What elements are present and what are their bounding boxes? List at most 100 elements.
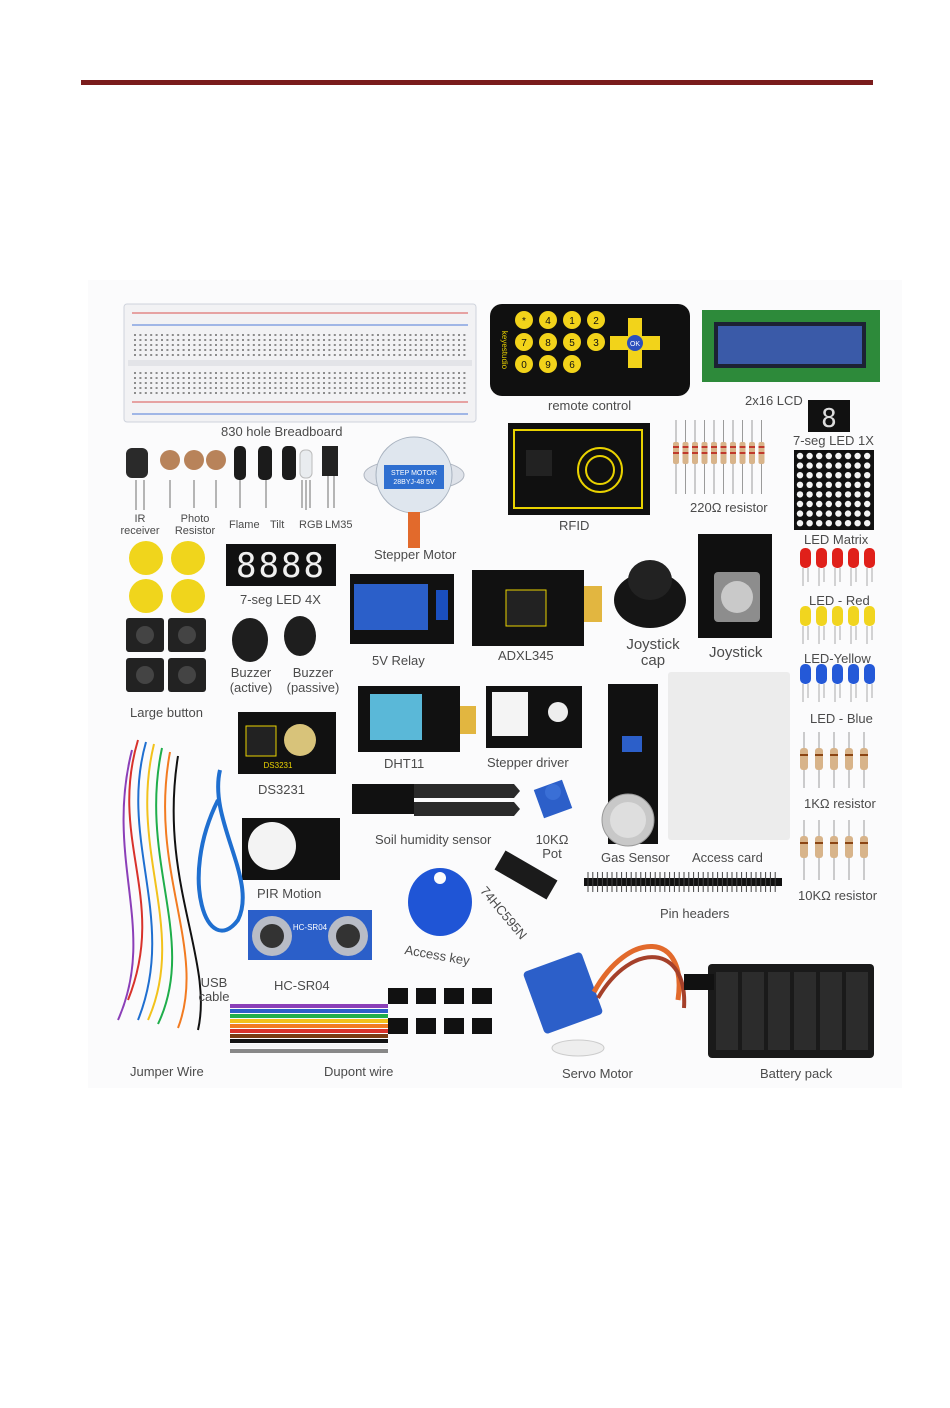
battery-pack-image <box>684 964 874 1058</box>
label-stepper-motor: Stepper Motor <box>374 547 457 562</box>
label-10k-resistor: 10KΩ resistor <box>798 888 878 903</box>
svg-text:DS3231: DS3231 <box>264 761 293 770</box>
remote-key-label: 4 <box>545 316 551 327</box>
buzzer-image <box>232 616 316 662</box>
label-joystick: Joystick <box>709 644 763 661</box>
label-flame: Flame <box>229 519 260 531</box>
lcd-image <box>702 310 880 382</box>
label-usb-1: USB <box>200 975 228 990</box>
label-pir: PIR Motion <box>257 886 322 901</box>
label-pin-headers: Pin headers <box>660 906 730 921</box>
label-hcsr04: HC-SR04 <box>274 978 330 993</box>
relay-image <box>350 574 454 644</box>
label-led-red: LED - Red <box>809 593 870 608</box>
seven-seg-4x-image: 8888 <box>226 544 336 586</box>
seven-seg-1x-image: 8 <box>808 400 850 434</box>
access-key-image <box>408 868 472 936</box>
label-dht11: DHT11 <box>384 756 425 771</box>
label-led-matrix: LED Matrix <box>804 532 869 547</box>
ds3231-image: DS3231 <box>238 712 336 774</box>
small-sensors-image <box>135 475 335 510</box>
label-1k-resistor: 1KΩ resistor <box>804 796 876 811</box>
label-buzzer-active-2: (active) <box>229 680 273 695</box>
dupont-wire-image <box>230 988 492 1053</box>
label-220-resistor: 220Ω resistor <box>690 500 768 515</box>
joystick-cap-image <box>614 560 686 628</box>
led-matrix-image <box>794 450 874 530</box>
remote-key-label: 0 <box>521 360 527 371</box>
remote-key-label: 2 <box>593 316 599 327</box>
potentiometer-image <box>533 779 573 819</box>
label-rgb: RGB <box>299 519 323 531</box>
label-buzzer-passive-1: Buzzer <box>292 665 334 680</box>
label-pot-1: 10KΩ <box>535 832 569 847</box>
soil-sensor-image <box>352 784 520 816</box>
label-jumper-wire: Jumper Wire <box>130 1064 204 1079</box>
label-ir-2: receiver <box>120 525 160 537</box>
rfid-image <box>508 423 650 515</box>
svg-text:STEP MOTOR: STEP MOTOR <box>391 470 437 477</box>
pin-headers-image <box>584 872 782 892</box>
label-ir-1: IR <box>134 513 146 525</box>
label-seg4: 7-seg LED 4X <box>240 592 321 607</box>
jumper-wire-image <box>117 739 202 1031</box>
stepper-motor-image: STEP MOTOR 28BYJ-48 5V <box>363 436 465 548</box>
label-photo-1: Photo <box>180 513 210 525</box>
label-usb-2: cable <box>198 989 230 1004</box>
label-lcd: 2x16 LCD <box>745 393 803 408</box>
label-ds3231: DS3231 <box>258 782 305 797</box>
adxl345-image <box>472 570 602 646</box>
large-button-image <box>126 541 206 692</box>
remote-key-label: * <box>522 316 526 327</box>
label-buzzer-active-1: Buzzer <box>230 665 272 680</box>
svg-text:8: 8 <box>821 404 837 434</box>
remote-key-label: 1 <box>569 316 575 327</box>
label-stepper-driver: Stepper driver <box>487 755 569 770</box>
breadboard-image <box>123 303 477 423</box>
leds-image <box>800 548 875 880</box>
servo-image <box>523 944 687 1057</box>
hcsr04-image: HC-SR04 <box>248 910 372 960</box>
label-relay: 5V Relay <box>372 653 425 668</box>
resistors-220-image <box>673 420 765 494</box>
svg-text:8888: 8888 <box>236 546 326 586</box>
remote-key-label: 8 <box>545 338 551 349</box>
label-gas-sensor: Gas Sensor <box>601 850 670 865</box>
label-remote: remote control <box>548 398 632 413</box>
remote-key-label: 5 <box>569 338 575 349</box>
label-breadboard: 830 hole Breadboard <box>221 424 343 439</box>
label-photo-2: Resistor <box>174 525 216 537</box>
label-lm35: LM35 <box>325 519 353 531</box>
label-rfid: RFID <box>559 518 590 533</box>
dht11-image <box>358 686 476 752</box>
pir-image <box>242 818 340 880</box>
svg-text:28BYJ-48 5V: 28BYJ-48 5V <box>393 479 435 486</box>
ic-74hc595-image <box>494 850 558 900</box>
access-card-image <box>668 672 790 840</box>
remote-key-label: 3 <box>593 338 599 349</box>
label-soil-sensor: Soil humidity sensor <box>375 832 492 847</box>
label-adxl: ADXL345 <box>498 648 554 663</box>
label-led-blue: LED - Blue <box>810 711 873 726</box>
label-buzzer-passive-2: (passive) <box>286 680 340 695</box>
joystick-module-image <box>698 534 772 638</box>
label-large-button: Large button <box>130 705 204 720</box>
remote-key-label: 7 <box>521 338 527 349</box>
label-tilt: Tilt <box>270 519 285 531</box>
stepper-driver-image <box>486 686 582 748</box>
label-seg1: 7-seg LED 1X <box>793 433 874 448</box>
label-pot-2: Pot <box>542 846 562 861</box>
header-rule <box>81 80 873 85</box>
remote-key-label: 9 <box>545 360 551 371</box>
label-joystick-cap-2: cap <box>640 652 666 669</box>
label-access-card: Access card <box>692 850 763 865</box>
usb-cable-image <box>196 769 245 933</box>
gas-sensor-image <box>601 684 658 847</box>
remote-key-label: 6 <box>569 360 575 371</box>
remote-ok-label: OK <box>630 341 640 348</box>
label-battery-pack: Battery pack <box>760 1066 833 1081</box>
label-dupont-wire: Dupont wire <box>324 1064 394 1079</box>
